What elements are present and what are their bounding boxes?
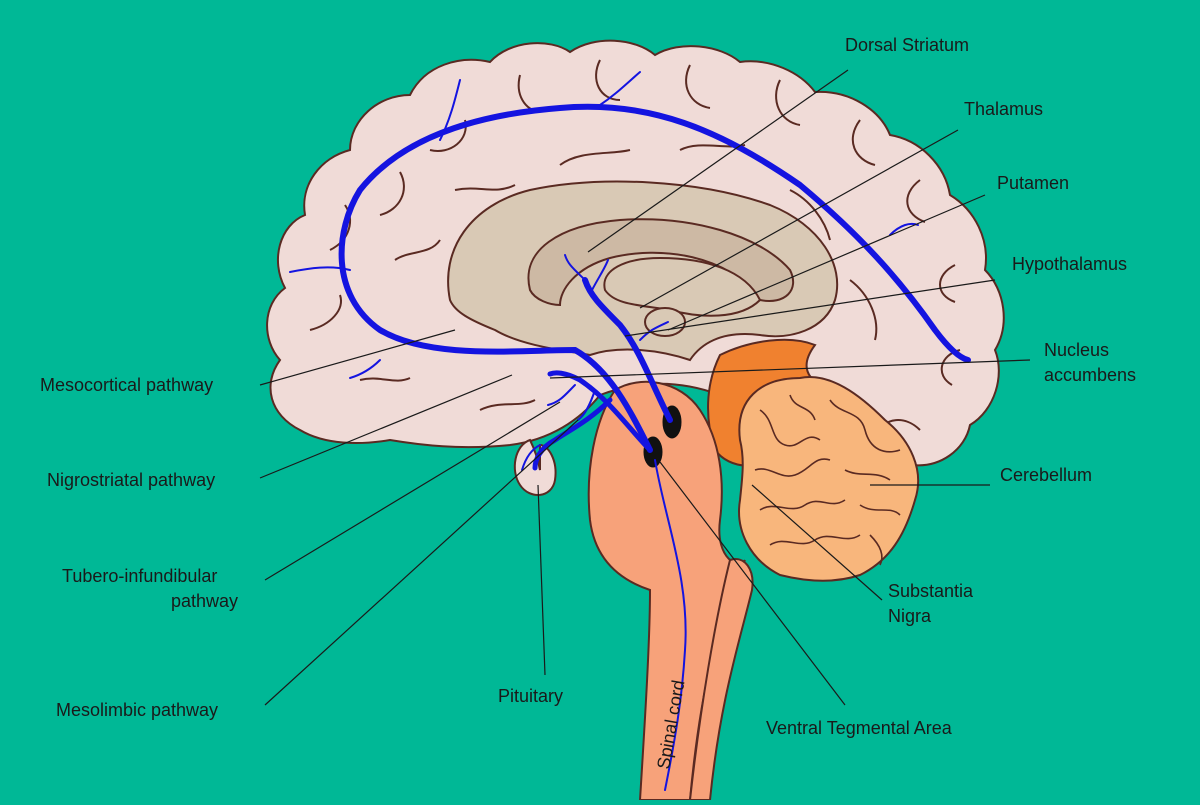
label-tubero-line2: pathway	[171, 591, 238, 611]
label-mesocortical-pathway: Mesocortical pathway	[40, 375, 213, 395]
mesocortical-pathway	[338, 103, 971, 453]
cerebellum-shape	[738, 376, 920, 582]
tubero-pathway	[532, 397, 613, 471]
label-ventral-tegmental-area: Ventral Tegmental Area	[766, 718, 953, 738]
label-thalamus: Thalamus	[964, 99, 1043, 119]
thalamus-shape	[603, 256, 762, 317]
spinal-cord-back	[688, 558, 754, 801]
label-hypothalamus: Hypothalamus	[1012, 254, 1127, 274]
dorsal-striatum-shape	[527, 218, 795, 307]
leader-lines	[259, 69, 1031, 706]
label-nigrostriatal-pathway: Nigrostriatal pathway	[47, 470, 215, 490]
label-substantia-nigra-line1: Substantia	[888, 581, 974, 601]
dopamine-pathways	[289, 71, 971, 791]
mesolimbic-pathway	[547, 370, 653, 453]
nigrostriatal-pathway	[582, 277, 673, 423]
label-putamen: Putamen	[997, 173, 1069, 193]
label-dorsal-striatum: Dorsal Striatum	[845, 35, 969, 55]
label-nucleus-accumbens-line2: accumbens	[1044, 365, 1136, 385]
label-substantia-nigra-line2: Nigra	[888, 606, 932, 626]
label-mesolimbic-pathway: Mesolimbic pathway	[56, 700, 218, 720]
label-nucleus-accumbens-line1: Nucleus	[1044, 340, 1109, 360]
label-tubero-line1: Tubero-infundibular	[62, 566, 217, 586]
label-cerebellum: Cerebellum	[1000, 465, 1092, 485]
label-pituitary: Pituitary	[498, 686, 563, 706]
